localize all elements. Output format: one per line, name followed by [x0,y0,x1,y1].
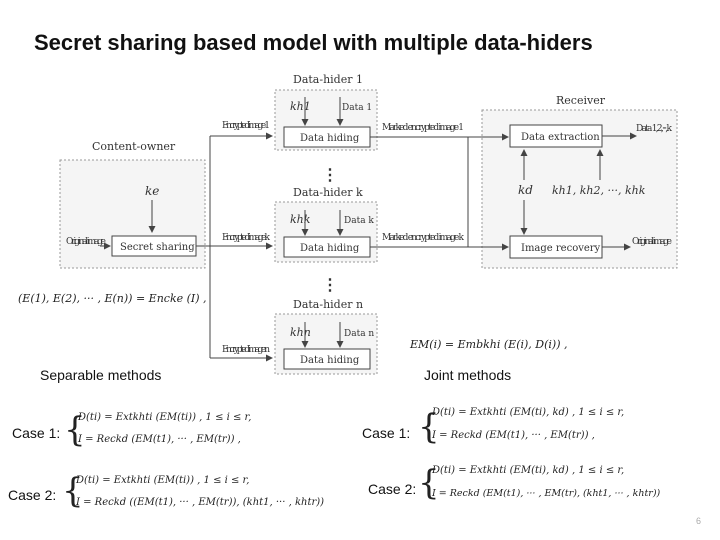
joint-methods-heading: Joint methods [424,367,512,383]
separable-case1-line2: I = Reckd (EM(t1), ··· , EM(tr)) , [78,434,241,445]
data-k-label: Data k [344,216,374,226]
content-owner-label: Content-owner [92,140,176,153]
separable-case1-line1: D(ti) = Extkhti (EM(ti)) , 1 ≤ i ≤ r, [78,412,252,423]
receiver-label: Receiver [556,94,606,107]
joint-case2-line1: D(ti) = Extkhti (EM(ti), kd) , 1 ≤ i ≤ r… [432,465,625,476]
khk-label: khk [290,213,311,226]
joint-case1-brace: { [418,407,440,447]
joint-case2-label: Case 2: [368,481,417,497]
marked-k-label: Marked encrypted image k [382,233,465,243]
separable-case1-label: Case 1: [12,425,61,441]
ke-label: ke [145,184,159,198]
separable-case2-brace: { [62,471,84,511]
data-hiding-label-1: Data hiding [300,133,360,144]
data-hider-n-label: Data-hider n [293,298,363,311]
separable-case2-line1: D(ti) = Extkhti (EM(ti)) , 1 ≤ i ≤ r, [76,475,250,486]
data-hider-1-label: Data-hider 1 [293,73,363,86]
joint-case1-line2: I = Reckd (EM(t1), ··· , EM(tr)) , [432,430,595,441]
joint-case1-label: Case 1: [362,425,411,441]
khn-label: khn [290,326,311,339]
data-hider-k-label: Data-hider k [293,186,363,199]
kh-list-label: kh1, kh2, ···, khk [552,184,646,197]
data-extraction-label: Data extraction [521,132,600,143]
dots-k: ⋮ [322,275,338,294]
secret-sharing-label: Secret sharing [120,242,195,253]
embedding-equation: EM(i) = Embkhi (E(i), D(i)) , [410,338,568,351]
encrypted-k-label: Encrypted image k [222,233,271,243]
joint-case1-line1: D(ti) = Extkhti (EM(ti), kd) , 1 ≤ i ≤ r… [432,407,625,418]
separable-case1-brace: { [64,410,86,450]
encrypted-1-label: Encrypted image 1 [222,121,270,131]
separable-case2-label: Case 2: [8,487,57,503]
separable-case2-line2: I = Reckd ((EM(t1), ··· , EM(tr)), (kht1… [76,497,325,508]
original-image-in-label: Original image [66,237,106,247]
data-out-label: Data 1,2,···,k [636,124,673,134]
data-hiding-label-n: Data hiding [300,355,360,366]
page-number: 6 [696,516,701,526]
encrypted-n-label: Encrypted image n [222,345,270,355]
kh1-label: kh1 [290,100,311,113]
marked-1-label: Marked encrypted image 1 [382,123,464,133]
kd-label: kd [518,183,533,197]
data-hiding-box-n [283,348,371,370]
image-recovery-label: Image recovery [521,243,601,254]
joint-case2-brace: { [418,463,440,503]
slide-title: Secret sharing based model with multiple… [34,30,593,55]
dots-1: ⋮ [322,165,338,184]
data-n-label: Data n [344,329,374,339]
joint-case2-line2: I = Reckd (EM(t1), ··· , EM(tr), (kht1, … [432,488,661,499]
data-hiding-label-k: Data hiding [300,243,360,254]
data-1-label: Data 1 [342,103,372,113]
encryption-equation: (E(1), E(2), ··· , E(n)) = Encke (I) , [18,292,207,305]
separable-methods-heading: Separable methods [40,367,162,383]
original-image-out-label: Original image [632,237,672,247]
